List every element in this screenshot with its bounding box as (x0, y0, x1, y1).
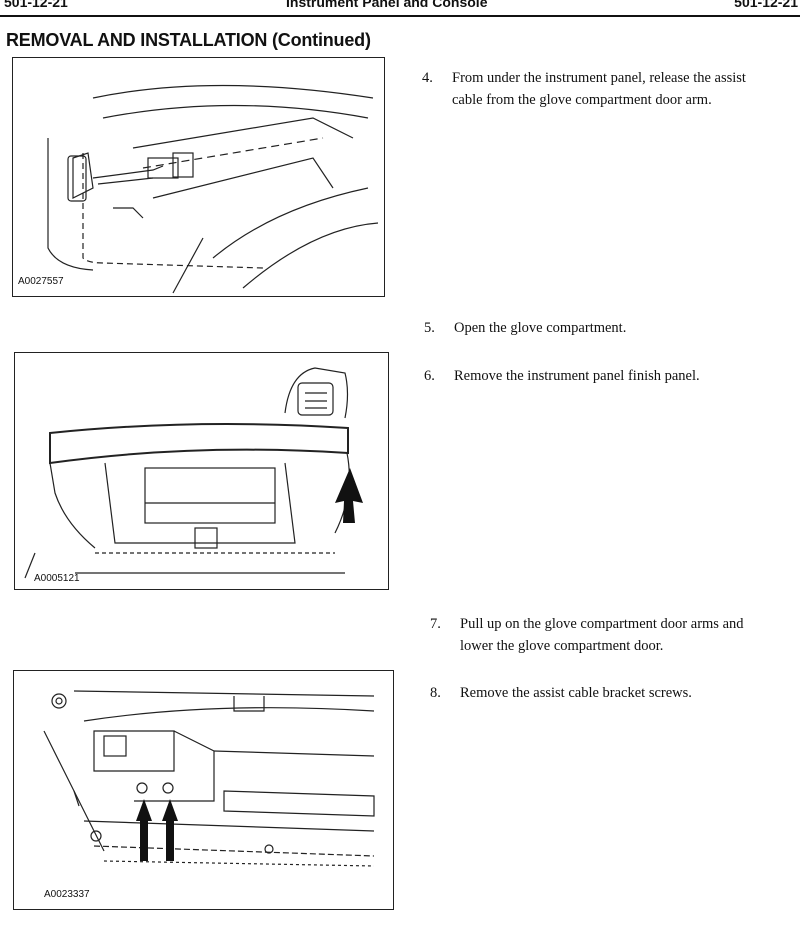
instrument-panel-finish-panel-illustration (24, 367, 363, 579)
arrow-icon (136, 799, 178, 861)
page-code-right: 501-12-21 (734, 0, 798, 10)
assist-cable-bracket-screws-illustration (43, 690, 375, 867)
section-title: REMOVAL AND INSTALLATION (Continued) (6, 30, 371, 50)
page-header: 501-12-21 Instrument Panel and Console 5… (0, 0, 800, 14)
page-code-left: 501-12-21 (4, 0, 68, 10)
step-number: 8. (430, 685, 441, 701)
step-number: 4. (422, 70, 433, 86)
step-text-line: Pull up on the glove compartment door ar… (460, 616, 744, 632)
figure-bracket-screws: A0023337 (13, 670, 394, 910)
step-number: 6. (424, 368, 435, 384)
figure-id: A0027557 (18, 276, 64, 287)
figure-finish-panel: A0005121 (14, 352, 389, 590)
arrow-icon (335, 468, 363, 523)
page-title: Instrument Panel and Console (286, 0, 488, 10)
figure-id: A0005121 (34, 573, 80, 584)
step-text-line: Remove the assist cable bracket screws. (460, 685, 692, 701)
step-text-line: lower the glove compartment door. (460, 638, 664, 654)
step-text-line: Remove the instrument panel finish panel… (454, 368, 700, 384)
step-number: 7. (430, 616, 441, 632)
step-text-line: cable from the glove compartment door ar… (452, 92, 712, 108)
glove-compartment-assist-cable-illustration (47, 84, 379, 294)
header-rule (0, 15, 800, 17)
figure-id: A0023337 (44, 889, 90, 900)
step-text-line: Open the glove compartment. (454, 320, 627, 336)
figure-assist-cable: A0027557 (12, 57, 385, 297)
step-number: 5. (424, 320, 435, 336)
step-text-line: From under the instrument panel, release… (452, 70, 746, 86)
